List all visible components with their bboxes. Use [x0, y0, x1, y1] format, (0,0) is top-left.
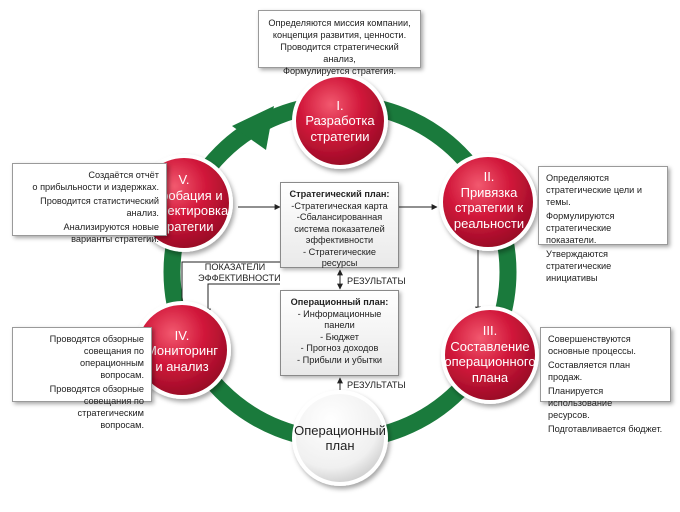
stage-v-number: V.	[178, 172, 190, 187]
operational-plan-box: Операционный план: - Информационные пане…	[280, 290, 399, 376]
note-line: Подготавливается бюджет.	[548, 424, 663, 434]
stage-ii-label: II. Привязка стратегии к реальности	[437, 160, 541, 240]
stage-v-line-3: стратегии	[154, 218, 214, 234]
stage-i-line-2: стратегии	[310, 128, 370, 144]
performance-label-line-1: ПОКАЗАТЕЛИ	[204, 262, 266, 272]
operational-node	[292, 390, 388, 486]
stage-ii-number: II.	[483, 169, 495, 184]
results-label-1: РЕЗУЛЬТАТЫ	[347, 276, 406, 286]
note-line: Проводится стратегический анализ,	[280, 42, 399, 64]
operational-plan-item: - Прибыли и убытки	[297, 354, 382, 365]
strategic-plan-item: система показателей	[294, 223, 385, 234]
operational-node-label: Операционный план	[290, 403, 390, 473]
stage-iii-label: III. Составление операционного плана	[436, 314, 544, 394]
operational-node-line-2: план	[325, 438, 355, 453]
strategic-plan-box: Стратегический план: -Стратегическая кар…	[280, 182, 399, 268]
strategic-plan-item: эффективности	[305, 235, 374, 245]
arrow-performance	[179, 261, 280, 315]
stage-i-node	[292, 73, 388, 169]
stage-iii-line-2: операционного	[444, 354, 536, 369]
strategic-plan-title: Стратегический план:	[289, 189, 390, 199]
strategic-plan-item: -Сбалансированная	[296, 212, 383, 222]
strategic-plan-item: - Стратегические ресурсы	[303, 246, 376, 269]
operational-node-line-1: Операционный	[294, 422, 386, 438]
stage-iii-node	[441, 306, 539, 404]
note-line: Определяются миссия компании,	[268, 18, 411, 28]
note-stage-i: Определяются миссия компании, концепция …	[258, 10, 421, 76]
results-label-2: РЕЗУЛЬТАТЫ	[347, 380, 406, 390]
operational-plan-item: - Бюджет	[320, 331, 359, 342]
stage-iv-label: IV. Мониторинг и анализ	[132, 316, 232, 386]
stage-i-line-1: Разработка	[305, 113, 375, 129]
strategic-plan-item: -Стратегическая карта	[291, 200, 388, 211]
operational-plan-title: Операционный план:	[290, 297, 389, 307]
note-line: концепция развития, ценности.	[272, 30, 407, 40]
stage-ii-line-2: стратегии к	[454, 200, 524, 215]
performance-label-line-2: ЭФФЕКТИВНОСТИ	[198, 273, 281, 283]
operational-plan-item: - Информационные панели	[297, 308, 382, 331]
performance-label: ПОКАЗАТЕЛИ ЭФФЕКТИВНОСТИ	[198, 262, 281, 284]
operational-plan-item: - Прогноз доходов	[300, 343, 379, 353]
stage-iii-number: III.	[482, 323, 498, 338]
stage-iii-line-3: плана	[471, 369, 509, 385]
stage-iv-line-2: и анализ	[155, 358, 209, 374]
stage-iv-line-1: Мониторинг	[145, 343, 219, 359]
note-line: Составляется план продаж.	[548, 360, 631, 382]
stage-ii-line-3: реальности	[453, 215, 525, 231]
note-line: Формулируется стратегия.	[282, 66, 397, 76]
cycle-arrow-head	[232, 106, 274, 150]
stage-i-number: I.	[336, 97, 344, 113]
stage-iii-line-1: Составление	[450, 338, 530, 354]
stage-ii-line-1: Привязка	[460, 184, 518, 200]
stage-i-label: I. Разработка стратегии	[290, 86, 390, 156]
arrow-performance-2	[205, 283, 280, 315]
stage-iv-number: IV.	[174, 327, 190, 343]
stage-ii-node	[439, 153, 537, 251]
connector-arrows	[179, 204, 481, 397]
